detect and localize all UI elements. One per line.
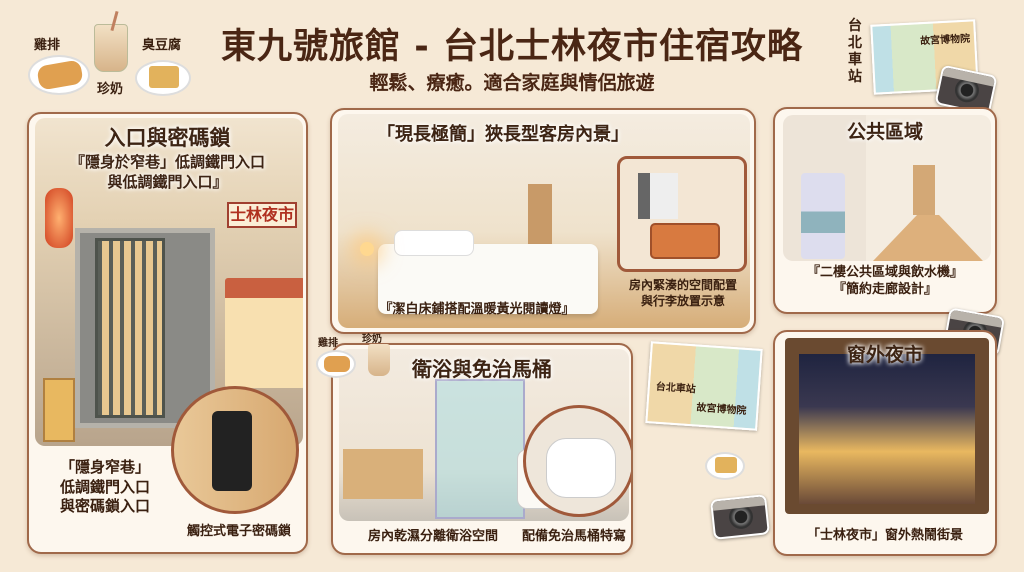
station-label-vertical: 台北車站 [848,18,862,85]
milk-tea-icon-small [368,344,390,376]
chicken-label: 雞排 [34,38,61,53]
bathroom-caption-right: 配備免治馬桶特寫 [521,529,626,544]
clothes-rack [638,173,678,219]
room-panel: 「現長極簡」狹長型客房內景」 『潔白床鋪搭配溫暖黃光閱讀燈』 房內緊湊的空間配置… [330,108,756,334]
corridor-illustration [783,115,991,261]
luggage-inset [617,156,747,272]
museum-label: 故宮博物院 [919,33,971,48]
center-map-icon: 台北車站 故宮博物院 [645,341,763,431]
room-title: 「現長極簡」狹長型客房內景」 [377,124,629,145]
luggage-caption: 房內緊湊的空間配置 與行李放置示意 [628,278,737,308]
bathroom-panel: 衛浴與免治馬桶 房內乾濕分離衛浴空間 配備免治馬桶特寫 [331,343,633,555]
window-caption: 「士林夜市」窗外熱鬧街景 [806,528,963,543]
public-area-title: 公共區域 [846,121,923,143]
iron-gate [95,238,165,418]
keypad-lock-icon [212,411,252,491]
center-museum-label: 故宮博物院 [696,402,747,418]
page-title: 東九號旅館 - 台北士林夜市住宿攻略 [221,27,803,67]
entrance-quote: 『隱身於窄巷」低調鐵門入口 與低調鐵門入口』 [69,153,265,192]
chicken-plate-icon [28,55,90,95]
shower-glass [435,379,525,519]
pillow [394,230,474,256]
window-title: 窗外夜市 [846,344,923,366]
lantern-icon [45,188,73,248]
chicken-plate-icon-small [316,350,356,378]
window-illustration [785,338,989,514]
bidet-seat-icon [546,438,616,498]
toilet-closeup [523,405,631,517]
corridor-door [913,165,935,215]
sign-board [43,378,75,442]
suitcase-icon [650,223,720,259]
water-dispenser-icon [801,173,845,259]
lock-closeup [171,386,299,514]
entrance-panel: 士林夜市 入口與密碼鎖 『隱身於窄巷」低調鐵門入口 與低調鐵門入口』 「隱身窄巷… [27,112,308,554]
milk-tea-label: 珍奶 [97,82,124,97]
public-area-panel: 公共區域 『二樓公共區域與飲水機』 『簡約走廊設計』 [773,107,997,314]
center-station-label: 台北車站 [655,381,697,396]
lock-caption: 觸控式電子密碼鎖 [186,524,291,539]
reading-lamp-icon [360,242,374,256]
public-area-caption: 『二樓公共區域與飲水機』 『簡約走廊設計』 [806,265,963,297]
milk-tea-label-small: 珍奶 [362,334,382,345]
camera-icon-small [710,494,770,540]
room-illustration [338,114,750,328]
bed-caption: 『潔白床鋪搭配溫暖黃光閱讀燈』 [379,302,575,317]
night-market-sign: 士林夜市 [227,202,297,228]
bathroom-title: 衛浴與免治馬桶 [412,357,552,381]
night-market-window-panel: 窗外夜市 「士林夜市」窗外熱鬧街景 [773,330,997,556]
night-street-view [799,354,975,504]
entrance-title: 入口與密碼鎖 [104,126,231,150]
bathroom-caption-left: 房內乾濕分離衛浴空間 [367,529,498,544]
corridor-floor [873,215,983,261]
chicken-label-small: 雞排 [318,338,338,349]
entrance-caption: 「隱身窄巷」 低調鐵門入口 與密碼鎖入口 [59,458,150,515]
vanity [343,449,423,499]
entrance-illustration: 士林夜市 [35,118,303,446]
tofu-label: 臭豆腐 [142,38,182,53]
page-subtitle: 輕鬆、療癒。適合家庭與情侶旅遊 [369,72,655,94]
tofu-plate-icon-small [705,452,745,480]
tofu-plate-icon [135,60,191,96]
food-stall [225,278,303,388]
door [528,184,552,254]
milk-tea-icon [94,10,128,72]
